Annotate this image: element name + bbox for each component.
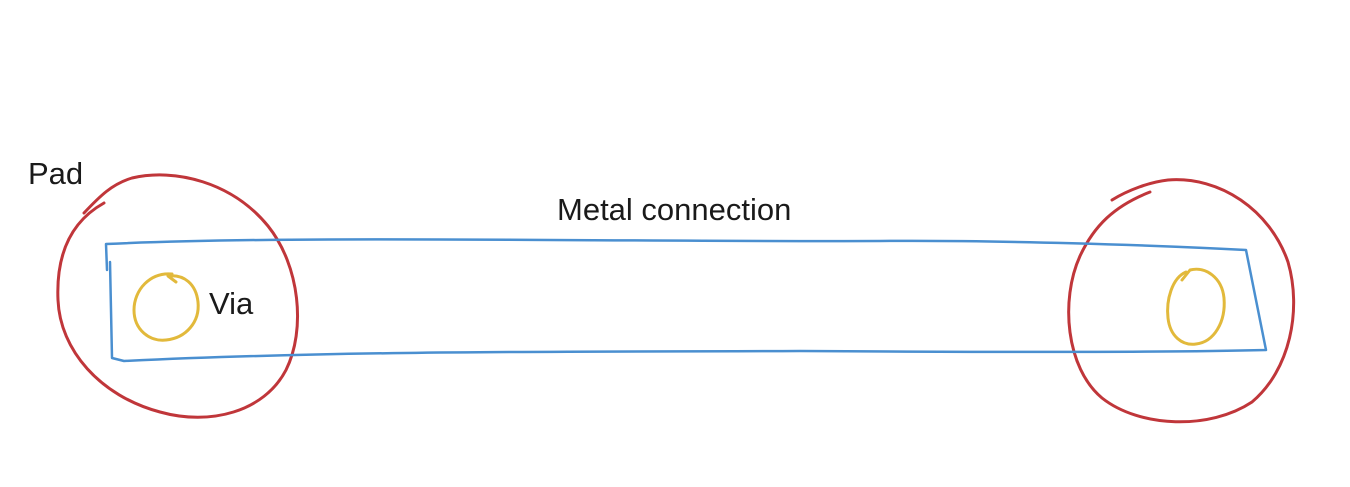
left-via-outline	[132, 272, 200, 342]
metal-connection-outline	[104, 238, 1268, 363]
left-pad-outline	[56, 173, 300, 419]
right-pad-outline	[1067, 178, 1296, 424]
metal-connection-label: Metal connection	[557, 192, 792, 227]
pad-label: Pad	[28, 156, 84, 191]
via-label: Via	[209, 286, 254, 321]
right-via-outline	[1166, 267, 1226, 346]
